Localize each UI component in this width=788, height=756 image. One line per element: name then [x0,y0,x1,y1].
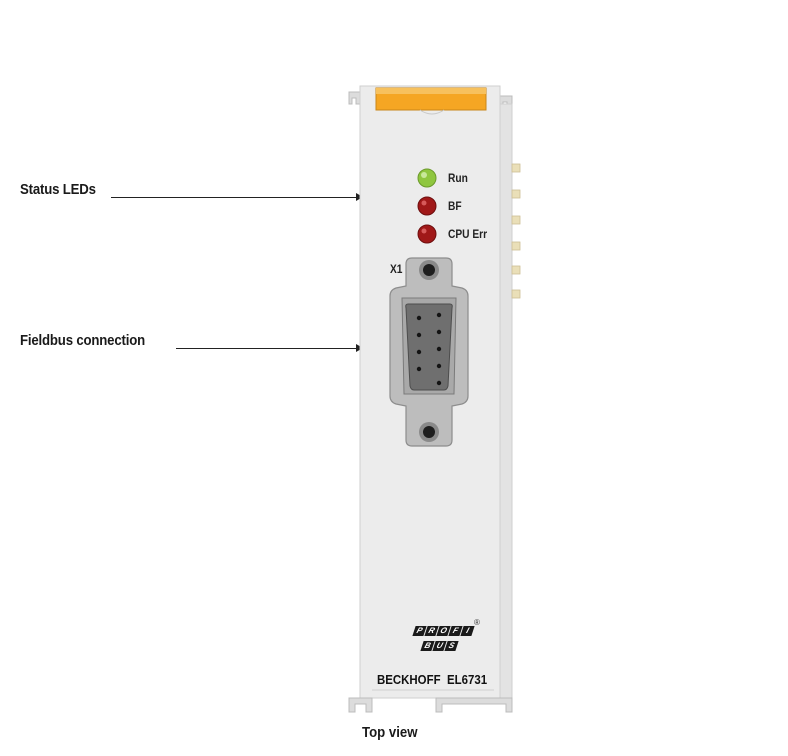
connector-label-x1: X1 [390,262,403,276]
logo-letter: S [444,641,459,651]
profibus-logo-row2: B U S [410,641,459,651]
led-label-cpu-err: CPU Err [448,227,488,241]
registered-mark: ® [474,618,480,627]
led-label-run: Run [448,171,468,185]
bf-led [417,196,437,216]
fieldbus-leader-line [176,348,356,349]
logo-letter: I [460,626,475,636]
led-label-bf: BF [448,199,462,213]
cpu-err-led [417,224,437,244]
status-leds-leader-line [111,197,356,198]
profibus-logo-row1: P R O F I [412,626,475,636]
run-led [417,168,437,188]
callout-status-leds: Status LEDs [20,181,96,198]
dsub-connector [389,257,469,447]
caption-top-view: Top view [362,724,418,741]
callout-fieldbus-connection: Fieldbus connection [20,332,146,349]
model-number: EL6731 [447,672,488,687]
side-contacts [511,163,521,299]
brand-name: BECKHOFF [377,672,441,687]
